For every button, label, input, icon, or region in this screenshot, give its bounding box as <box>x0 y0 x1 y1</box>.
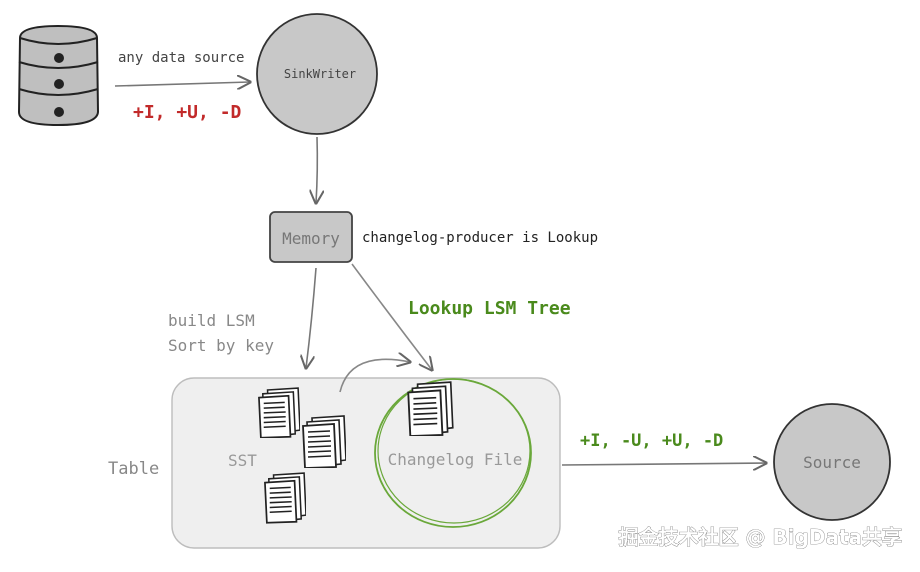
source-label: Source <box>803 453 861 472</box>
memory-node: Memory <box>269 211 353 263</box>
sinkwriter-node: SinkWriter <box>256 13 378 135</box>
db-to-sinkwriter-arrow <box>114 82 250 86</box>
table-label: Table <box>108 459 159 479</box>
lookup-lsm-label: Lookup LSM Tree <box>408 298 571 319</box>
source-edge-ops: +I, -U, +U, -D <box>580 431 723 451</box>
sst-to-changelog-arrow <box>339 359 410 393</box>
watermark-text: 掘金技术社区 @ BigData共享 <box>619 525 903 549</box>
build-label-line1: build LSM <box>168 311 255 330</box>
memory-to-changelog-arrow <box>351 263 432 370</box>
changelog-file-node: Changelog File <box>374 378 532 528</box>
changelog-to-source-arrow <box>561 463 766 465</box>
source-node: Source <box>773 403 891 521</box>
build-label-line2: Sort by key <box>168 336 274 355</box>
db-edge-ops: +I, +U, -D <box>133 102 242 123</box>
changelog-file-icon <box>407 381 454 436</box>
sinkwriter-label: SinkWriter <box>284 67 356 81</box>
memory-label: Memory <box>282 229 340 248</box>
memory-note: changelog-producer is Lookup <box>362 230 598 246</box>
sst-label: SST <box>228 451 257 470</box>
database-icon <box>17 24 100 127</box>
memory-to-sst-arrow <box>306 267 317 368</box>
sinkwriter-to-memory-arrow <box>316 136 317 203</box>
db-edge-label: any data source <box>118 50 244 66</box>
changelog-label: Changelog File <box>388 450 523 469</box>
